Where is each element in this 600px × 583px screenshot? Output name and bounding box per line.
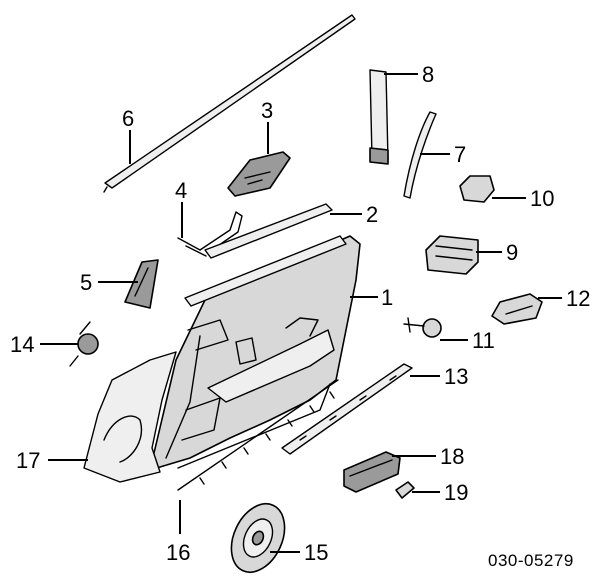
part-19-small-clip	[395, 481, 415, 499]
leader-lines	[40, 73, 562, 553]
callout-8: 8	[422, 62, 434, 87]
part-18-reflector	[343, 451, 401, 493]
callout-12: 12	[566, 286, 590, 311]
part-15-speaker	[230, 503, 286, 573]
callout-15: 15	[304, 540, 328, 565]
part-1-door-trim-panel	[149, 235, 361, 471]
part-4-bracket	[177, 211, 243, 257]
callout-11: 11	[472, 328, 495, 353]
drawing-code: 030-05279	[488, 551, 574, 570]
callout-6: 6	[122, 106, 134, 131]
callout-10: 10	[530, 186, 554, 211]
callout-16: 16	[166, 540, 190, 565]
callout-13: 13	[444, 364, 468, 389]
part-2-inner-weatherstrip	[204, 203, 333, 259]
callout-labels: 1 2 3 4 5 6 7 8 9 10 11 12 13 14 15 16 1…	[10, 62, 590, 565]
callout-7: 7	[454, 142, 466, 167]
callout-18: 18	[440, 444, 464, 469]
callout-14: 14	[10, 332, 34, 357]
callout-4: 4	[175, 178, 187, 203]
part-8-sash-channel	[369, 69, 389, 165]
callout-19: 19	[444, 480, 468, 505]
part-16-lower-moulding	[177, 379, 339, 491]
part-3-window-switch	[227, 151, 291, 197]
part-6-outer-moulding	[103, 14, 356, 193]
callout-1: 1	[381, 285, 393, 310]
callout-2: 2	[366, 202, 378, 227]
part-12-inside-handle	[491, 293, 543, 325]
part-11-clip	[403, 317, 442, 338]
callout-3: 3	[261, 98, 273, 123]
part-17-sealing-screen	[83, 351, 177, 483]
part-9-switch-assembly	[425, 235, 479, 275]
part-10-switch	[459, 175, 495, 203]
part-13-finisher-strip	[281, 363, 413, 455]
callout-9: 9	[506, 240, 518, 265]
callout-5: 5	[80, 270, 92, 295]
callout-17: 17	[16, 448, 40, 473]
part-5-corner-finisher	[124, 259, 159, 309]
